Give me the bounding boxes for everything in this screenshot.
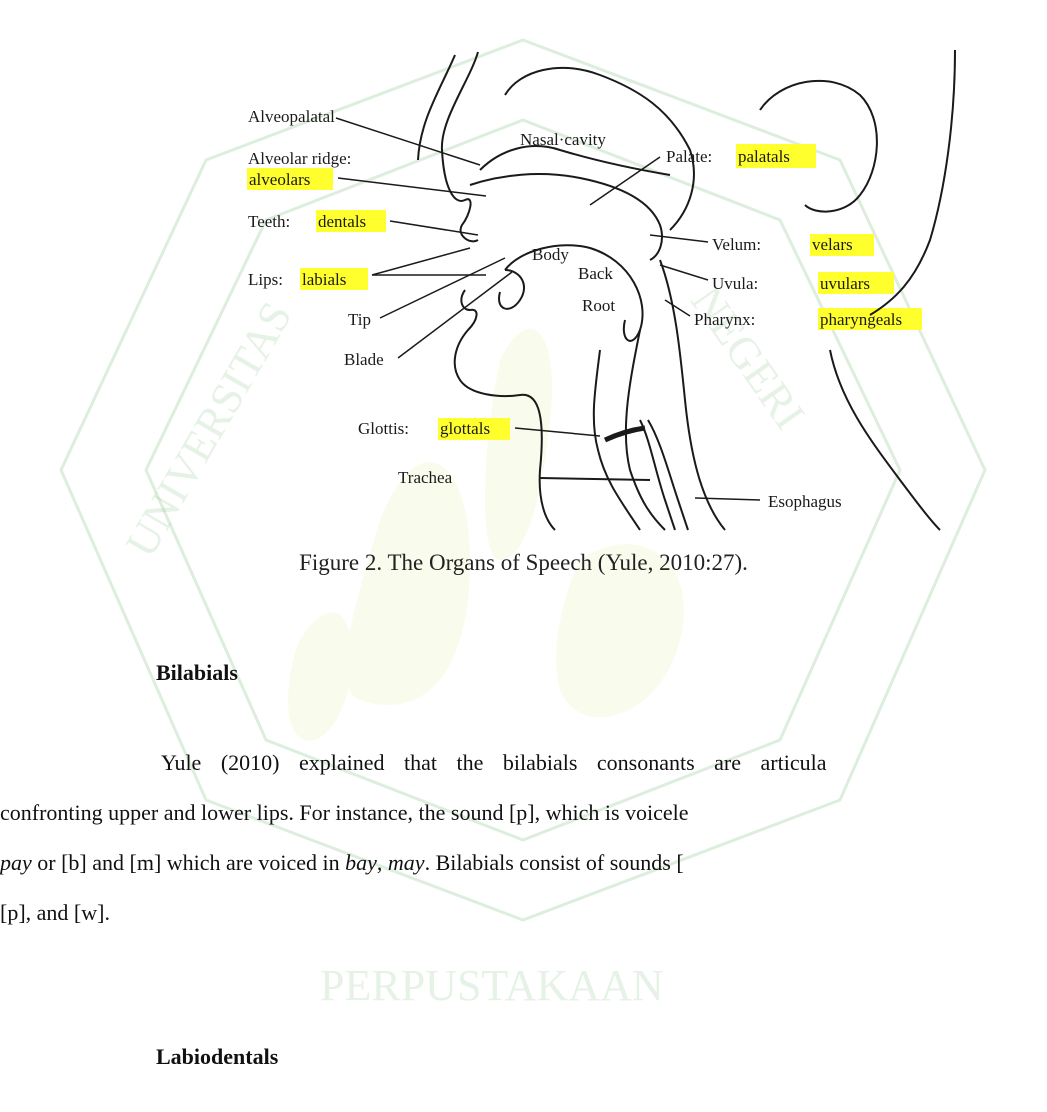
label-teeth: Teeth:: [248, 212, 290, 231]
example-word-may: may: [388, 850, 425, 875]
label-glottals: glottals: [440, 419, 490, 438]
para-line-4: [p], and [w].: [0, 888, 1047, 938]
para-line-2: confronting upper and lower lips. For in…: [0, 788, 1047, 838]
label-labials: labials: [302, 270, 346, 289]
paragraph-bilabials: Yule (2010) explained that the bilabials…: [156, 738, 1047, 938]
example-word-pay: pay: [0, 850, 32, 875]
label-blade: Blade: [344, 350, 384, 369]
label-velum: Velum:: [712, 235, 761, 254]
label-alveopalatal: Alveopalatal: [248, 107, 335, 126]
label-tip: Tip: [348, 310, 371, 329]
heading-labiodentals: Labiodentals: [156, 1044, 278, 1070]
organs-of-speech-figure: Alveopalatal Alveolar ridge: alveolars T…: [0, 0, 1047, 560]
face-profile: [442, 52, 478, 241]
label-uvulars: uvulars: [820, 274, 870, 293]
label-pharyngeals: pharyngeals: [820, 310, 902, 329]
label-glottis: Glottis:: [358, 419, 409, 438]
label-pharynx: Pharynx:: [694, 310, 755, 329]
label-dentals: dentals: [318, 212, 366, 231]
example-word-bay: bay: [345, 850, 377, 875]
label-body: Body: [532, 245, 569, 264]
label-velars: velars: [812, 235, 853, 254]
para-line-1: Yule (2010) explained that the bilabials…: [156, 738, 1047, 788]
para-line-3: pay or [b] and [m] which are voiced in b…: [0, 838, 1047, 888]
para-line-3-part: or [b] and [m] which are voiced in: [32, 850, 345, 875]
svg-text:PERPUSTAKAAN: PERPUSTAKAAN: [320, 961, 664, 1010]
label-uvula: Uvula:: [712, 274, 758, 293]
label-lips: Lips:: [248, 270, 283, 289]
label-palate: Palate:: [666, 147, 712, 166]
label-back: Back: [578, 264, 613, 283]
label-alveolars: alveolars: [249, 170, 310, 189]
label-palatals: palatals: [738, 147, 790, 166]
label-trachea: Trachea: [398, 468, 453, 487]
tongue: [505, 245, 643, 341]
para-line-3-sep: ,: [377, 850, 388, 875]
para-line-3-end: . Bilabials consist of sounds [: [425, 850, 684, 875]
label-alveolar-ridge: Alveolar ridge:: [248, 149, 351, 168]
heading-bilabials: Bilabials: [156, 660, 238, 686]
figure-caption: Figure 2. The Organs of Speech (Yule, 20…: [0, 550, 1047, 576]
label-root: Root: [582, 296, 615, 315]
label-nasal-cavity: Nasal·cavity: [520, 130, 606, 149]
label-esophagus: Esophagus: [768, 492, 842, 511]
